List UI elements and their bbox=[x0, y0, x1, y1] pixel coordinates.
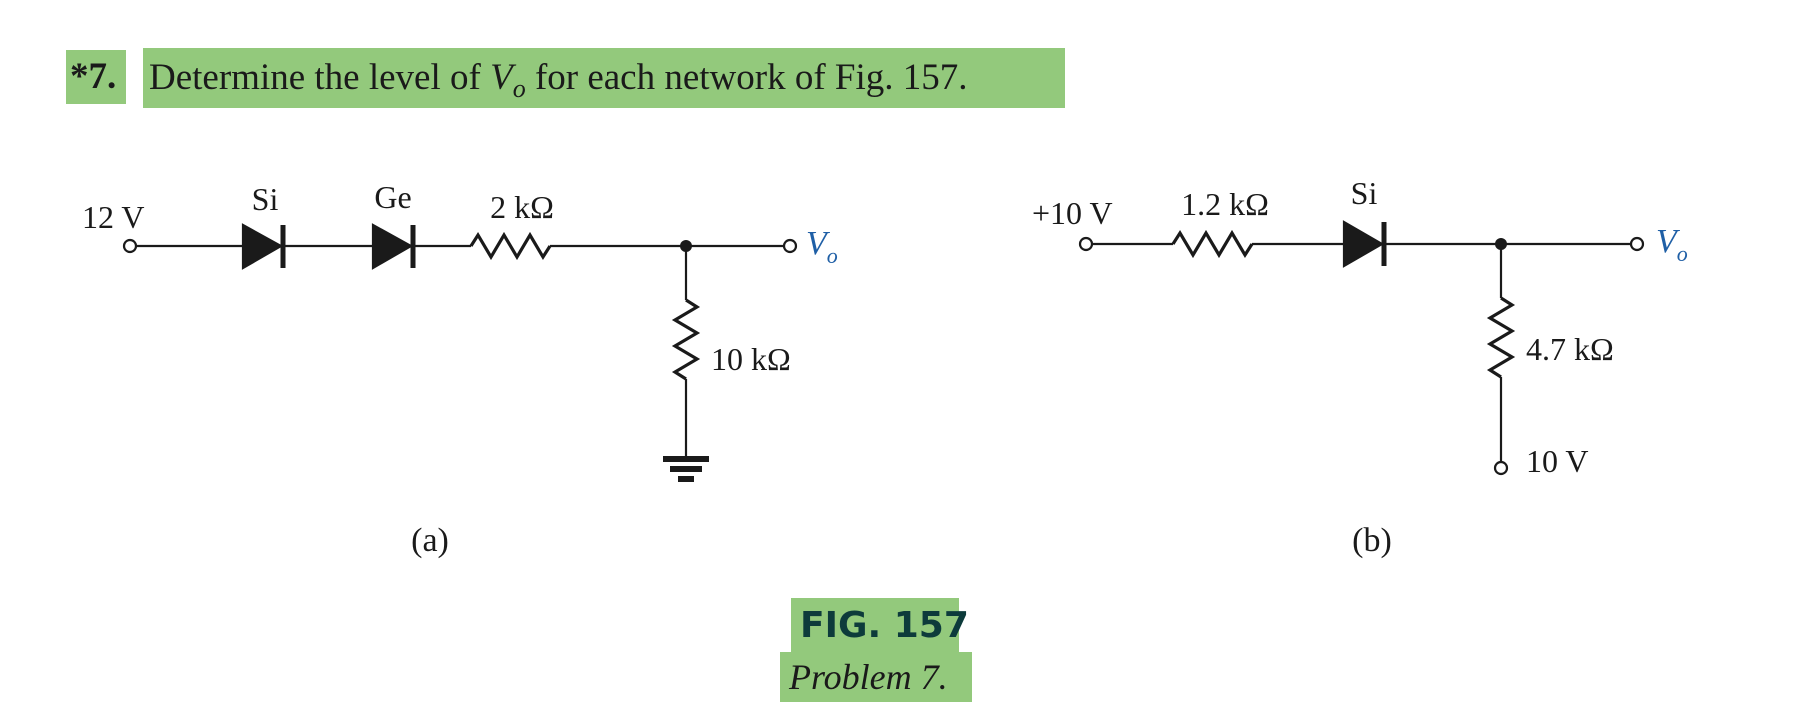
circuit-b-shunt-resistor bbox=[1486, 296, 1516, 379]
question-number-highlight bbox=[66, 50, 126, 104]
circuit-a-input-terminal bbox=[122, 238, 138, 254]
circuit-b-si-diode bbox=[1342, 220, 1387, 268]
circuit-a-diode1-label: Si bbox=[252, 181, 279, 217]
circuit-a-series-resistor-label: 2 kΩ bbox=[490, 189, 554, 225]
question-text-highlight bbox=[143, 48, 1065, 108]
circuit-a-shunt-resistor-label: 10 kΩ bbox=[711, 341, 791, 377]
figure-title-highlight bbox=[791, 598, 959, 654]
circuit-b-output-label: Vo bbox=[1656, 223, 1688, 266]
circuit-a-series-resistor bbox=[469, 231, 552, 261]
question-text-after: for each network of Fig. 157. bbox=[525, 57, 968, 98]
circuit-a-output-label: Vo bbox=[806, 225, 838, 268]
figure-title: FIG. 157 bbox=[800, 605, 969, 646]
question-text-before: Determine the level of bbox=[149, 57, 491, 98]
circuit-b-input-terminal bbox=[1078, 236, 1094, 252]
circuit-b-diode-label: Si bbox=[1351, 175, 1378, 211]
question-variable: V bbox=[490, 57, 513, 98]
circuit-b-output-sub: o bbox=[1677, 241, 1688, 266]
ground-icon bbox=[663, 456, 709, 482]
circuit-a-si-diode bbox=[241, 223, 286, 270]
question-variable-subscript: o bbox=[512, 74, 526, 103]
circuit-a-output-sub: o bbox=[827, 243, 838, 268]
circuit-a-output-terminal bbox=[782, 238, 798, 254]
circuit-b-output-terminal bbox=[1629, 236, 1645, 252]
circuit-a-caption: (a) bbox=[411, 522, 449, 559]
circuit-a-source-label: 12 V bbox=[82, 199, 145, 235]
question-number: *7. bbox=[70, 56, 117, 97]
circuit-b-bottom-terminal bbox=[1493, 460, 1509, 476]
circuit-b bbox=[1078, 220, 1645, 476]
circuit-b-source-label: +10 V bbox=[1032, 195, 1113, 231]
circuit-b-caption: (b) bbox=[1352, 522, 1392, 559]
circuit-a bbox=[122, 223, 798, 482]
circuit-b-bottom-source-label: 10 V bbox=[1526, 443, 1589, 479]
circuit-b-series-resistor bbox=[1171, 229, 1254, 259]
circuit-a-diode2-label: Ge bbox=[374, 179, 411, 215]
circuit-b-shunt-resistor-label: 4.7 kΩ bbox=[1526, 331, 1614, 367]
circuit-b-series-resistor-label: 1.2 kΩ bbox=[1181, 186, 1269, 222]
figure-subtitle: Problem 7. bbox=[789, 657, 948, 697]
circuit-a-shunt-resistor bbox=[671, 298, 701, 381]
figure-subtitle-highlight bbox=[780, 652, 972, 702]
circuit-a-ge-diode bbox=[371, 223, 416, 270]
question-text: Determine the level of Vo for each netwo… bbox=[143, 50, 974, 106]
